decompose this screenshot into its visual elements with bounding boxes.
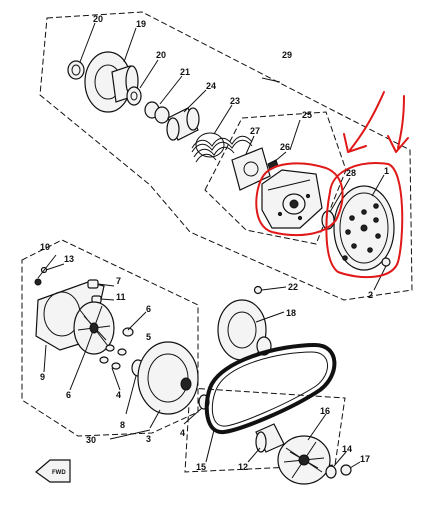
fwd-arrow-icon: FWD — [35, 459, 71, 483]
part-3-movable-sheave — [137, 341, 199, 415]
red-arrow-right — [387, 95, 409, 153]
label-29: 29 — [282, 50, 292, 60]
label-23: 23 — [230, 96, 240, 106]
label-15: 15 — [196, 462, 206, 472]
label-3: 3 — [146, 434, 151, 444]
label-20a: 20 — [93, 14, 103, 24]
assembly-15-boundary — [184, 387, 346, 473]
label-6b: 6 — [66, 390, 71, 400]
part-6-cam-plate — [73, 301, 115, 355]
red-circle-shoe-assembly — [255, 162, 344, 237]
red-annotation-marks — [255, 91, 409, 279]
red-circle-clutch-housing — [325, 162, 404, 279]
red-arrow-left — [343, 91, 385, 153]
label-16: 16 — [320, 406, 330, 416]
label-13: 13 — [64, 254, 74, 264]
part-labels: 20 19 20 21 24 23 29 25 27 26 28 1 2 10 … — [40, 14, 389, 472]
label-24: 24 — [206, 81, 216, 91]
part-14-washer — [325, 465, 337, 479]
label-4a: 4 — [116, 390, 121, 400]
label-6a: 6 — [146, 304, 151, 314]
label-8: 8 — [120, 420, 125, 430]
part-2-nut — [381, 257, 391, 267]
part-23-spring — [191, 132, 253, 163]
label-19: 19 — [136, 19, 146, 29]
part-1-clutch-housing — [333, 185, 395, 271]
label-10: 10 — [40, 242, 50, 252]
assembly-30-boundary — [21, 239, 199, 437]
assembly-29-boundary — [39, 11, 413, 301]
part-21-spacers — [144, 101, 170, 124]
label-27: 27 — [250, 126, 260, 136]
label-26: 26 — [280, 142, 290, 152]
label-28: 28 — [346, 168, 356, 178]
fwd-badge-text: FWD — [52, 470, 66, 476]
label-20b: 20 — [156, 50, 166, 60]
label-4b: 4 — [180, 428, 185, 438]
label-22: 22 — [288, 282, 298, 292]
clutch-shoe-assembly — [261, 169, 323, 229]
label-30: 30 — [86, 435, 96, 445]
part-24-collar — [166, 107, 200, 141]
part-7-slider — [87, 279, 99, 289]
label-11: 11 — [116, 292, 126, 302]
part-5-rollers — [99, 327, 134, 370]
leader-lines — [37, 22, 387, 469]
part-12-shaft — [255, 423, 285, 453]
part-10-bolt — [34, 278, 42, 286]
label-9: 9 — [40, 372, 45, 382]
part-17-nut — [340, 464, 352, 476]
part-20-washer — [126, 86, 142, 106]
label-5-rollers: 5 — [146, 332, 151, 342]
label-18: 18 — [286, 308, 296, 318]
label-7: 7 — [116, 276, 121, 286]
label-25: 25 — [302, 110, 312, 120]
part-22-bolt — [253, 285, 263, 295]
label-12: 12 — [238, 462, 248, 472]
part-16-fan-sheave — [277, 435, 331, 485]
part-15-v-belt — [204, 342, 337, 435]
label-17: 17 — [360, 454, 370, 464]
label-1: 1 — [384, 166, 389, 176]
label-2: 2 — [368, 290, 373, 300]
label-14: 14 — [342, 444, 352, 454]
label-21: 21 — [180, 67, 190, 77]
part-20-washer-top — [67, 60, 85, 80]
